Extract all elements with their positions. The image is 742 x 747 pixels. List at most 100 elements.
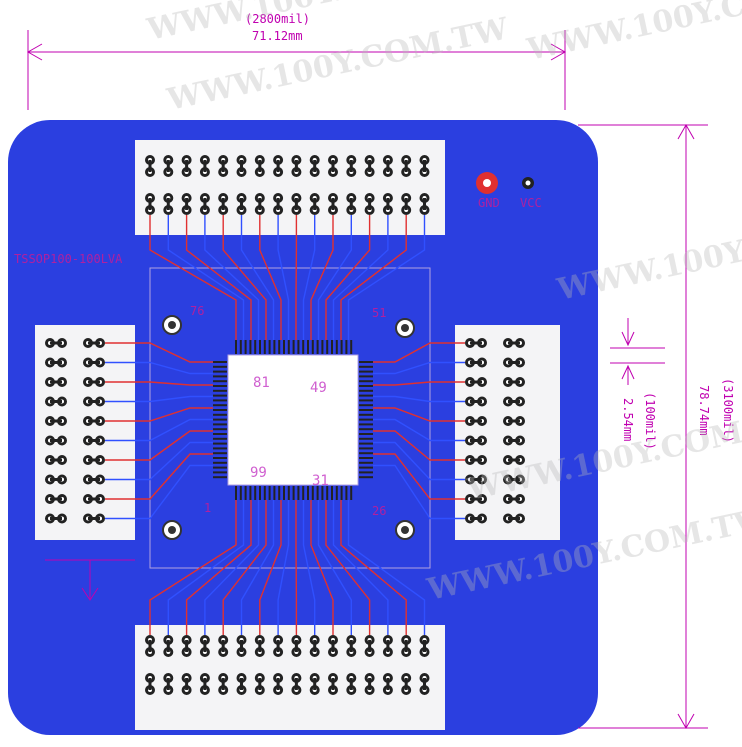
chip-pin <box>254 486 256 500</box>
chip-pin <box>213 404 227 406</box>
chip-pin <box>307 486 309 500</box>
chip-pin <box>359 457 373 459</box>
chip-pin <box>213 366 227 368</box>
chip-pin <box>213 399 227 401</box>
chip-pin <box>326 340 328 354</box>
chip-pin <box>288 340 290 354</box>
chip-pin <box>331 340 333 354</box>
chip-pin <box>213 462 227 464</box>
chip-pin <box>359 476 373 478</box>
chip-pin <box>321 340 323 354</box>
chip-pin <box>341 486 343 500</box>
chip-pin <box>312 340 314 354</box>
chip-pin <box>273 340 275 354</box>
chip-pin <box>359 428 373 430</box>
chip-pin <box>278 486 280 500</box>
watermark: WWW.100Y.COM.TW <box>523 0 742 68</box>
chip-pin <box>213 467 227 469</box>
chip-pin-label: 81 <box>253 375 270 391</box>
chip-pin <box>350 486 352 500</box>
chip-pin <box>213 423 227 425</box>
chip-pin <box>359 375 373 377</box>
chip-pin <box>213 419 227 421</box>
chip-pin <box>359 423 373 425</box>
chip-pin <box>245 486 247 500</box>
chip-pin <box>213 428 227 430</box>
chip-pin <box>341 340 343 354</box>
chip-pin <box>264 486 266 500</box>
chip-pin <box>213 438 227 440</box>
chip-pin-label: 76 <box>190 304 204 318</box>
chip-pin <box>359 462 373 464</box>
chip-pin <box>359 433 373 435</box>
chip-pin <box>249 340 251 354</box>
header-left <box>35 325 135 540</box>
chip-pin-label: 99 <box>250 465 267 481</box>
chip-pin-label: 26 <box>372 504 386 518</box>
chip-pin <box>350 340 352 354</box>
chip-pin <box>213 375 227 377</box>
chip-pin <box>245 340 247 354</box>
gnd-label: GND <box>478 196 500 210</box>
chip-pin <box>297 340 299 354</box>
chip-pin <box>240 486 242 500</box>
chip-pin <box>213 433 227 435</box>
chip-pin <box>359 471 373 473</box>
chip-pin <box>359 366 373 368</box>
chip-pin <box>259 486 261 500</box>
chip-pin <box>235 340 237 354</box>
chip-pin <box>213 414 227 416</box>
chip-pin <box>269 340 271 354</box>
chip-pin <box>359 467 373 469</box>
chip-pin <box>213 385 227 387</box>
chip-pin <box>359 390 373 392</box>
chip-pin-label: 1 <box>204 501 211 515</box>
chip-pin-label: 49 <box>310 380 327 396</box>
chip-pin <box>283 486 285 500</box>
chip-pin <box>213 476 227 478</box>
chip-pin <box>345 486 347 500</box>
chip-pin <box>249 486 251 500</box>
chip-pin <box>359 361 373 363</box>
chip-pin <box>359 438 373 440</box>
chip-pin <box>254 340 256 354</box>
chip-pin <box>359 404 373 406</box>
chip-pin <box>264 340 266 354</box>
chip-pin <box>213 371 227 373</box>
chip-pin <box>359 395 373 397</box>
chip-pin <box>359 380 373 382</box>
chip-pin <box>259 340 261 354</box>
chip-pin <box>293 340 295 354</box>
chip-pin <box>235 486 237 500</box>
pitch-mm-label: 2.54mm <box>621 398 635 441</box>
chip-pin <box>213 409 227 411</box>
chip-pin <box>302 486 304 500</box>
chip-pin <box>359 399 373 401</box>
chip-pin <box>213 443 227 445</box>
chip-pin <box>213 361 227 363</box>
chip-pin <box>345 340 347 354</box>
chip-pin <box>213 447 227 449</box>
part-label: TSSOP100-100LVA <box>14 252 123 266</box>
chip-pin-label: 51 <box>372 306 386 320</box>
chip-pin <box>359 447 373 449</box>
chip-pin <box>359 371 373 373</box>
chip-pin-label: 31 <box>312 473 329 489</box>
chip-pin <box>273 486 275 500</box>
width-mm-label: 71.12mm <box>252 29 303 43</box>
chip-pin <box>317 340 319 354</box>
header-top <box>135 140 445 235</box>
chip-pin <box>359 443 373 445</box>
chip-pin <box>240 340 242 354</box>
chip-pin <box>359 419 373 421</box>
chip-pin <box>213 380 227 382</box>
chip-pin <box>336 340 338 354</box>
chip-pin <box>278 340 280 354</box>
chip-pin <box>269 486 271 500</box>
vcc-label: VCC <box>520 196 542 210</box>
chip-pin <box>213 471 227 473</box>
chip-pin <box>213 390 227 392</box>
chip-pin <box>213 452 227 454</box>
